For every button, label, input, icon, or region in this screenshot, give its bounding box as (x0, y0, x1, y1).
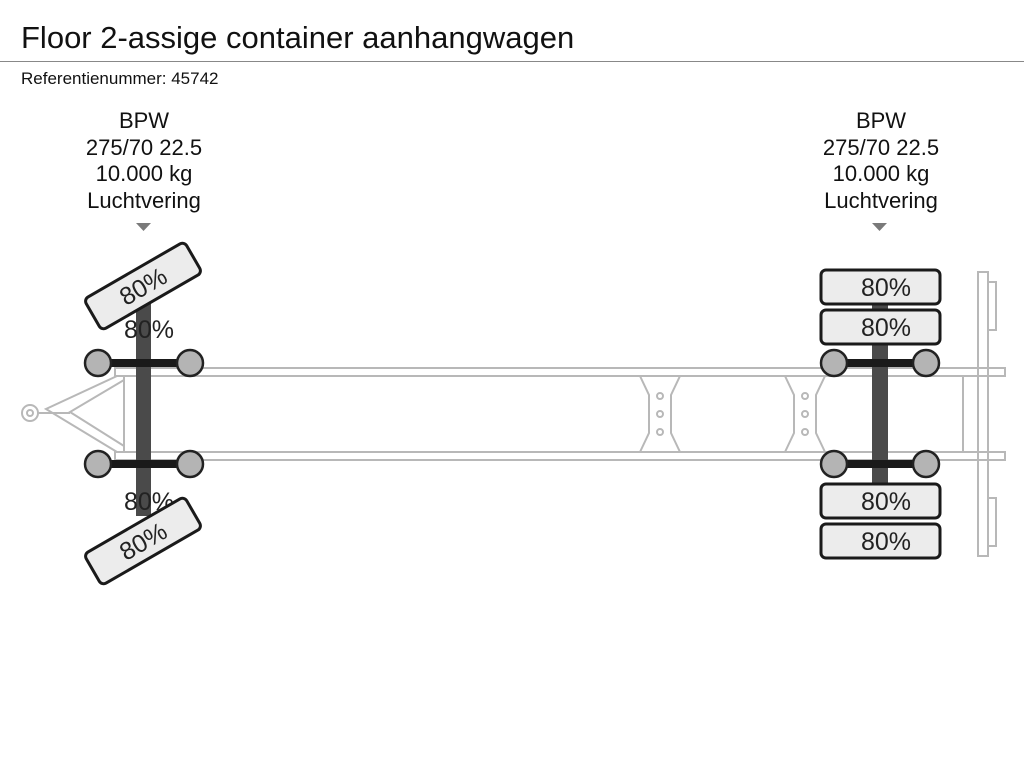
bolt-hole (801, 428, 809, 436)
tire-tread-label: 80% (124, 316, 174, 344)
tire-body (819, 522, 942, 560)
chassis-frame (21, 271, 1006, 557)
axle-2: 80% 80% 80% 80% (819, 268, 942, 560)
tire-tread-label: 80% (861, 314, 911, 342)
axle-2-capacity: 10.000 kg (832, 161, 930, 186)
tire-tread-label: 80% (861, 488, 911, 516)
wheel-hub (819, 348, 849, 378)
axle-2-marker (872, 223, 887, 231)
axle-1-hub-bar-top (98, 359, 190, 367)
tire-body (819, 482, 942, 520)
tire: 80% (819, 308, 942, 346)
axle-1-brand: BPW (118, 108, 170, 133)
rear-light-left (987, 281, 997, 331)
tire: 80% (819, 268, 942, 306)
tire-tread-label: 80% (861, 528, 911, 556)
axle-2-hub-bar-top (834, 359, 926, 367)
page-title: Floor 2-assige container aanhangwagen (21, 20, 575, 55)
reference-number: Referentienummer: 45742 (21, 69, 219, 88)
frame-rail-bottom (114, 451, 1006, 461)
rear-light-right (987, 497, 997, 547)
axle-1-marker (136, 223, 151, 231)
towing-eye-hole (26, 409, 34, 417)
cross-member-1-left (639, 375, 650, 453)
wheel-hub (175, 449, 205, 479)
bolt-hole (656, 410, 664, 418)
tire-body (819, 308, 942, 346)
tire-body (819, 268, 942, 306)
wheel-hub (83, 449, 113, 479)
tire: 80% (819, 522, 942, 560)
tire-body (84, 241, 202, 331)
bolt-hole (801, 392, 809, 400)
drawbar-inner (68, 379, 125, 447)
axle-2-tire-size: 275/70 22.5 (822, 134, 940, 160)
header-divider (0, 61, 1024, 62)
axle-2-suspension: Luchtvering (824, 187, 938, 213)
axle-1-tire-size: 275/70 22.5 (85, 134, 203, 160)
tire-body (84, 496, 202, 586)
wheel-hub (175, 348, 205, 378)
cross-member-2-right (815, 375, 826, 453)
wheel-hub (83, 348, 113, 378)
cross-member-2-left (784, 375, 795, 453)
axle-1-capacity: 10.000 kg (95, 161, 193, 186)
tire-tread-label: 80% (861, 274, 911, 302)
frame-rail-top (114, 367, 1006, 377)
cross-member-1-right (670, 375, 681, 453)
axle-1-hub-bar-bottom (98, 460, 190, 468)
wheel-hub (911, 449, 941, 479)
rear-bumper (977, 271, 989, 557)
wheel-hub (911, 348, 941, 378)
tire: 80% (819, 482, 942, 520)
wheel-hub (819, 449, 849, 479)
tire: 80% (84, 496, 202, 586)
bolt-hole (656, 392, 664, 400)
axle-1-suspension: Luchtvering (87, 187, 201, 213)
bolt-hole (656, 428, 664, 436)
axle-1: 80% 80% 80% 80% (83, 241, 205, 586)
axle-2-brand: BPW (855, 108, 907, 133)
axle-2-hub-bar-bottom (834, 460, 926, 468)
drawbar (43, 375, 118, 453)
axle-2-info: BPW 275/70 22.5 10.000 kg Luchtvering (796, 108, 966, 214)
tire: 80% (84, 241, 202, 331)
axle-1-info: BPW 275/70 22.5 10.000 kg Luchtvering (59, 108, 229, 214)
bolt-hole (801, 410, 809, 418)
